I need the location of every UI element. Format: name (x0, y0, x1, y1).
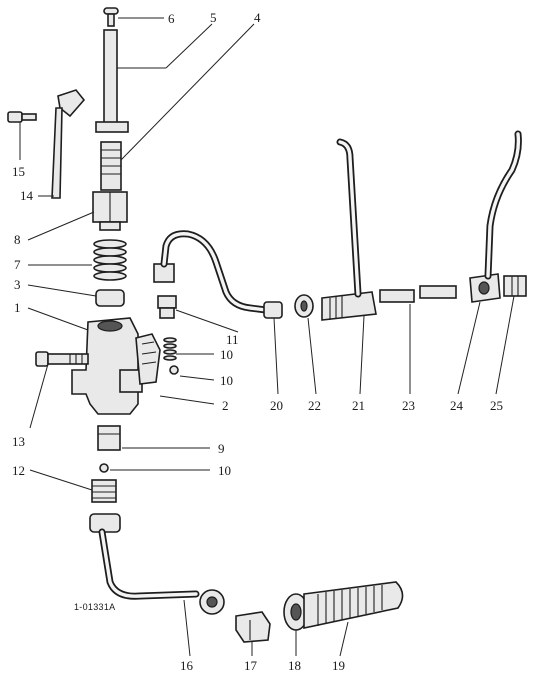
part-label-23: 22 (308, 398, 321, 413)
part-label-18: 17 (244, 658, 258, 673)
part-label-14: 13 (12, 434, 25, 449)
part-label-20: 19 (332, 658, 345, 673)
valve-body-part-1 (71, 317, 143, 415)
nut-part-23 (294, 294, 314, 318)
part-label-9: 9 (218, 441, 225, 456)
nut-part-26 (503, 275, 527, 297)
sleeve-part-24 (379, 285, 457, 303)
part-label-17: 16 (180, 658, 194, 673)
plunger-rod-part-5 (95, 29, 129, 133)
tee-with-rod-part-25 (469, 130, 522, 303)
lever-handle-part-15 (51, 89, 86, 199)
part-label-25: 24 (450, 398, 464, 413)
part-label-1: 1 (14, 300, 21, 315)
fitting-part-9 (97, 425, 121, 451)
part-label-15: 14 (20, 188, 34, 203)
connector-part-13 (91, 479, 117, 503)
spring-part-7 (93, 239, 127, 281)
flap-part-2 (135, 333, 161, 385)
figure-code: 1-01331A (74, 602, 115, 612)
ball-part-10-upper (169, 365, 179, 375)
nut-part-8 (92, 191, 128, 231)
leader-lines (19, 17, 515, 657)
stem-part-4 (100, 141, 122, 191)
part-label-11: 10 (220, 347, 233, 362)
part-label-7: 7 (14, 257, 21, 272)
elbow-part-18 (235, 611, 271, 643)
part-label-24: 23 (402, 398, 415, 413)
part-label-8: 8 (14, 232, 21, 247)
tee-with-rod-part-22 (321, 138, 377, 321)
bolt-part-14 (35, 351, 89, 367)
part-label-22: 21 (352, 398, 365, 413)
small-spring-part-11 (163, 337, 177, 361)
adapter-part-12 (157, 295, 177, 319)
part-label-10-lower: 10 (218, 463, 231, 478)
upper-pipe-part-21 (153, 230, 283, 319)
screw-part-6 (103, 7, 119, 27)
part-label-10-upper: 10 (220, 373, 233, 388)
part-label-13: 12 (12, 463, 25, 478)
ball-part-10-lower (99, 463, 109, 473)
part-labels: 6 5 4 15 14 8 7 3 1 11 10 10 2 13 9 10 1… (12, 10, 503, 673)
part-label-16: 15 (12, 164, 25, 179)
pin-part-16 (7, 111, 37, 123)
part-label-5: 5 (210, 10, 217, 25)
part-label-3: 3 (14, 277, 21, 292)
part-label-4: 4 (254, 10, 261, 25)
part-label-2: 2 (222, 398, 229, 413)
washer-part-3 (95, 289, 125, 307)
part-label-6: 6 (168, 11, 175, 26)
filter-tube-part-20 (303, 581, 404, 629)
part-label-26: 25 (490, 398, 503, 413)
part-label-12: 11 (226, 332, 239, 347)
lower-pipe-part-17 (89, 513, 225, 615)
part-label-19: 18 (288, 658, 301, 673)
part-label-21: 20 (270, 398, 283, 413)
